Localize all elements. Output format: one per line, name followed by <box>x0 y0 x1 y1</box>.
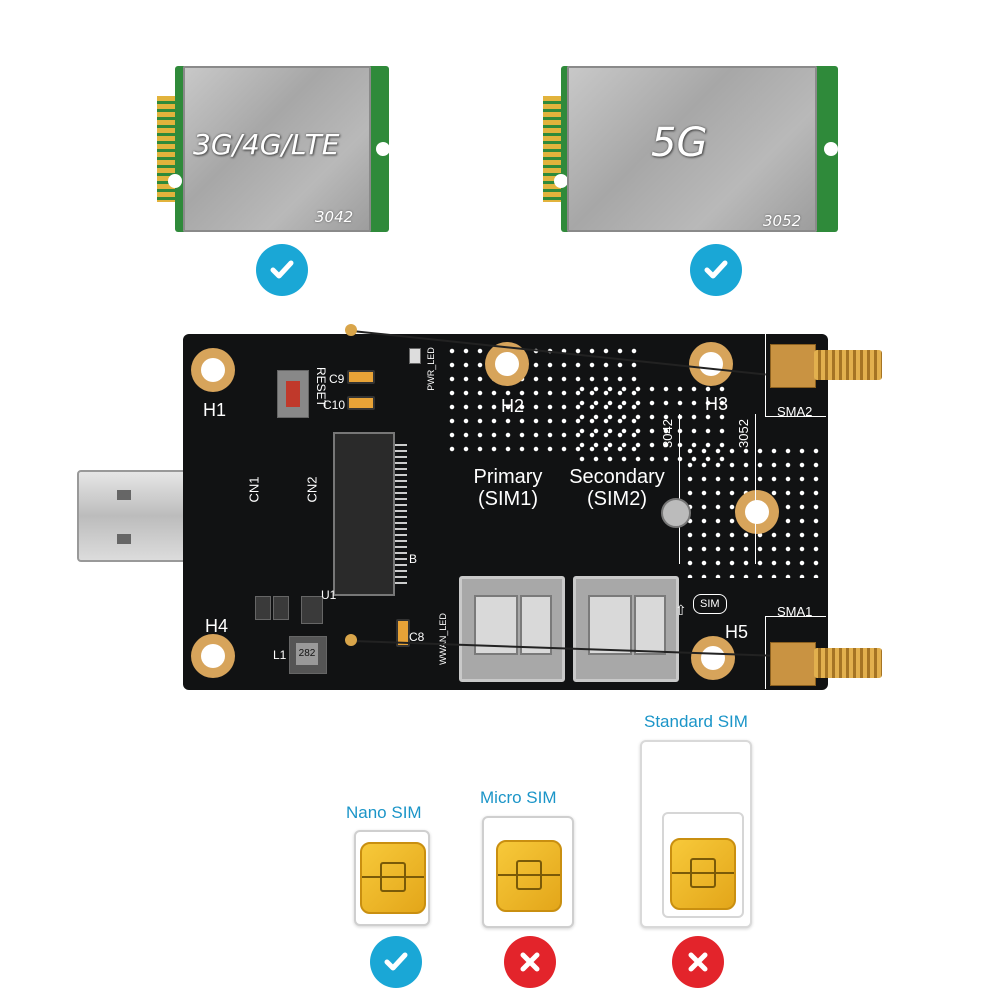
mount-hole <box>191 348 235 392</box>
pwr-led <box>409 348 421 364</box>
nano-sim-card <box>354 830 430 926</box>
capacitor <box>347 370 375 384</box>
capacitor <box>347 396 375 410</box>
inductor: 282 <box>289 636 327 674</box>
sim2-slot <box>573 576 679 682</box>
pwr-led-label: PWR_LED <box>425 347 436 391</box>
check-icon <box>256 244 308 296</box>
hole-label: H4 <box>205 616 229 636</box>
ufl-connector <box>345 324 357 336</box>
check-icon <box>690 244 742 296</box>
usb-plug <box>77 470 197 562</box>
adapter-board: H1 H2 H3 H4 H5 CN1 CN2 RESET C9 C10 PWR_… <box>183 334 828 690</box>
sma1-label: SMA1 <box>777 604 813 619</box>
hole-label: H1 <box>203 400 227 420</box>
c10-label: C10 <box>323 398 346 412</box>
sim-orientation-mark: SIM <box>693 594 727 614</box>
module-3042: 3G/4G/LTE 3042 <box>157 66 390 232</box>
ufl-connector <box>345 634 357 646</box>
mount-hole <box>191 634 235 678</box>
secondary-slot-subtitle: (SIM2) <box>587 488 647 510</box>
standard-sim-card <box>640 740 752 928</box>
module-label: 5G <box>651 120 708 166</box>
sma2-connector <box>770 344 882 388</box>
size-3052-mark: 3052 <box>735 419 751 448</box>
sma1-connector <box>770 642 882 686</box>
sim-chip <box>670 838 736 910</box>
hole-label: H5 <box>725 622 749 642</box>
module-shield <box>183 66 371 232</box>
mount-hole <box>691 636 735 680</box>
primary-slot-title: Primary <box>473 466 543 488</box>
hole-label: H2 <box>501 396 525 416</box>
primary-slot-subtitle: (SIM1) <box>478 488 538 510</box>
mount-hole <box>689 342 733 386</box>
sma2-label: SMA2 <box>777 404 813 419</box>
cross-icon <box>672 936 724 988</box>
l1-label: L1 <box>273 648 287 662</box>
cn2-label: CN2 <box>304 476 320 503</box>
module-size: 3042 <box>315 208 354 226</box>
size-3042-mark: 3042 <box>659 419 675 448</box>
u1-label: U1 <box>321 588 337 602</box>
secondary-slot-title: Secondary <box>569 466 665 488</box>
micro-sim-card <box>482 816 574 928</box>
module-3052: 5G 3052 <box>543 66 838 232</box>
nano-sim-label: Nano SIM <box>346 803 422 822</box>
standoff-screw <box>661 498 691 528</box>
cross-icon <box>504 936 556 988</box>
hole-label: H3 <box>705 394 729 414</box>
standard-sim-label: Standard SIM <box>644 712 748 731</box>
check-icon <box>370 936 422 988</box>
module-label: 3G/4G/LTE <box>193 128 340 161</box>
sim1-slot <box>459 576 565 682</box>
c9-label: C9 <box>329 372 345 386</box>
c8-label: C8 <box>409 630 425 644</box>
m2-slot <box>333 432 395 596</box>
module-shield <box>567 66 817 232</box>
sim-chip <box>360 842 426 914</box>
module-size: 3052 <box>763 212 802 230</box>
reset-button <box>277 370 309 418</box>
micro-sim-label: Micro SIM <box>480 788 557 807</box>
b-label: B <box>409 552 418 566</box>
mount-hole <box>735 490 779 534</box>
wwan-led-label: WWAN_LED <box>437 613 448 665</box>
arrow-up-icon: ⇧ <box>675 602 687 618</box>
sim-chip <box>496 840 562 912</box>
cn1-label: CN1 <box>246 476 262 503</box>
